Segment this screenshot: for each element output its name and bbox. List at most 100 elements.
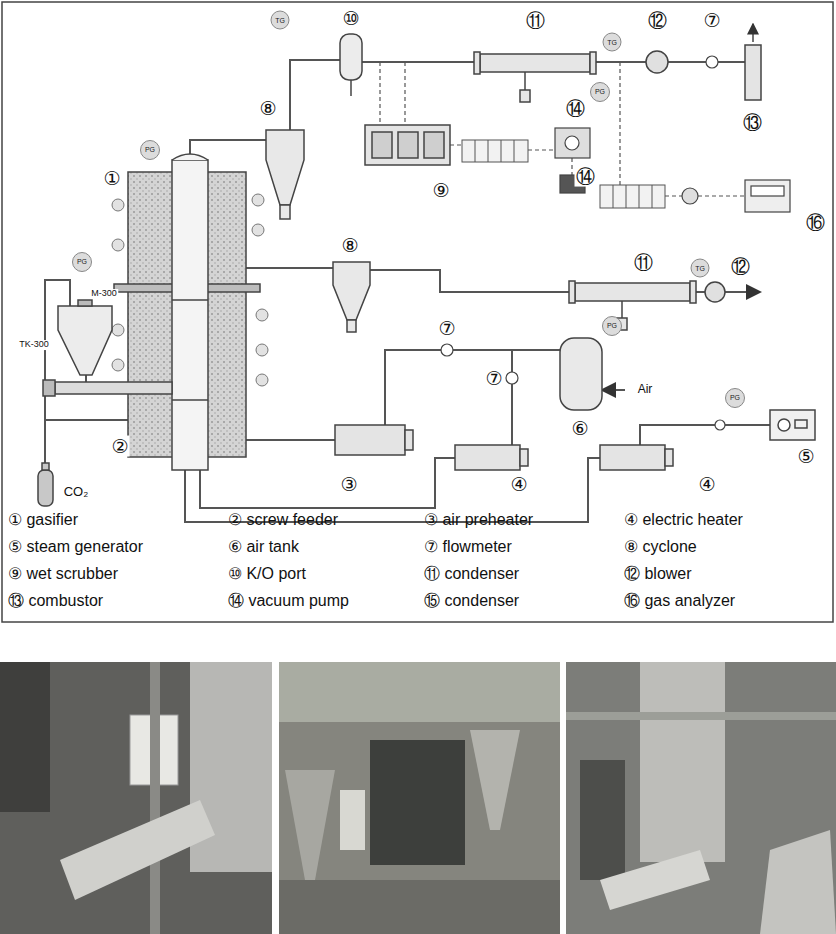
photo <box>760 830 836 934</box>
callout-number: ⑯ <box>805 212 826 233</box>
instrument-tag: PG <box>590 82 610 102</box>
instrument-bubble <box>112 199 124 211</box>
impinger-train <box>652 185 653 208</box>
pipe <box>718 61 745 63</box>
instrument-bubble <box>256 309 268 321</box>
legend-entry: ⑨ wet scrubber <box>8 565 118 583</box>
knock-out-port <box>340 34 362 80</box>
screw-feeder <box>58 306 112 375</box>
instrument-tag: TG <box>691 259 710 278</box>
photo <box>285 770 335 880</box>
pipe <box>45 280 70 420</box>
instrument-bubble <box>256 344 268 356</box>
air-tank <box>560 338 602 410</box>
callout-number: ⑫ <box>730 256 751 277</box>
callout-number: ⑦ <box>702 10 721 31</box>
gasifier <box>172 299 208 301</box>
legend-entry: ⑪ condenser <box>424 565 519 583</box>
combustor <box>745 45 761 100</box>
pipe <box>370 270 575 292</box>
steam-generator <box>770 410 815 440</box>
air-preheater <box>335 425 413 455</box>
cyclone <box>266 130 370 332</box>
instrument-tag: PG <box>602 316 622 336</box>
signal-line <box>528 149 555 150</box>
pipe <box>640 425 770 445</box>
callout-number: ⑭ <box>575 166 596 187</box>
photo <box>566 712 836 720</box>
signal-line <box>404 62 405 125</box>
screw-feeder <box>43 380 55 396</box>
equipment-label: M-300 <box>90 289 118 299</box>
signal-line <box>450 144 462 145</box>
wet-scrubber <box>365 125 450 165</box>
callout-number: ⑦ <box>484 368 503 389</box>
photo <box>279 662 560 722</box>
callout-number: ⑧ <box>340 235 359 256</box>
pipe <box>590 61 646 63</box>
electric-heater <box>455 445 673 470</box>
electric-heater <box>665 449 673 466</box>
cyclone <box>266 130 304 205</box>
screw-feeder <box>43 300 172 396</box>
legend-entry: ⑥ air tank <box>228 538 299 556</box>
air-preheater <box>405 430 413 450</box>
photo <box>150 662 160 934</box>
legend-entry: ⑫ blower <box>624 565 692 583</box>
photo <box>370 740 465 865</box>
legend-entry: ⑭ vacuum pump <box>228 592 349 610</box>
legend-entry: ⑦ flowmeter <box>424 538 512 556</box>
screw-feeder <box>78 300 92 306</box>
callout-number: ① <box>102 168 121 189</box>
cyclone <box>280 205 290 219</box>
blower <box>705 282 725 302</box>
photo <box>340 790 365 850</box>
flowmeter <box>506 372 518 384</box>
legend-entry: ⑯ gas analyzer <box>624 592 735 610</box>
callout-number: ⑨ <box>431 180 450 201</box>
callout-number: ④ <box>697 474 716 495</box>
photo <box>600 850 710 910</box>
photo <box>470 730 520 830</box>
pipe <box>511 350 513 445</box>
pipe <box>246 439 335 441</box>
pipe <box>246 267 333 269</box>
instrument-tag: TG <box>603 33 622 52</box>
flowmeter <box>441 56 725 430</box>
photo <box>580 760 625 880</box>
gasifier <box>172 154 208 160</box>
pipe <box>602 389 625 391</box>
legend-entry: ⑤ steam generator <box>8 538 143 556</box>
condenser <box>524 72 526 90</box>
legend-entry: ④ electric heater <box>624 511 743 529</box>
diagram-frame <box>2 2 833 622</box>
callout-number: ③ <box>339 474 358 495</box>
callout-number: ⑩ <box>341 8 360 29</box>
flowmeter <box>715 420 725 430</box>
callout-number: ⑧ <box>258 98 277 119</box>
knock-out-port <box>350 80 352 96</box>
instrument-bubble <box>112 194 268 386</box>
photo <box>0 662 836 934</box>
condenser <box>569 281 575 303</box>
electric-heater <box>600 445 665 470</box>
impinger-train <box>613 185 614 208</box>
equipment-label: CO₂ <box>63 485 90 499</box>
callout-number: ⑬ <box>742 112 763 133</box>
gas-analyzer <box>751 186 784 196</box>
impinger-train <box>488 140 489 162</box>
condenser <box>590 52 596 74</box>
legend-entry: ⑮ condenser <box>424 592 519 610</box>
signal-line <box>379 62 380 125</box>
impinger-train <box>600 185 665 208</box>
electric-heater <box>520 449 528 466</box>
photo <box>0 662 50 812</box>
instrument-tag: PG <box>140 140 160 160</box>
combustor <box>745 24 761 100</box>
steam-generator <box>778 419 790 431</box>
impinger-train <box>514 140 515 162</box>
callout-number: ⑭ <box>565 98 586 119</box>
flowmeter <box>441 344 453 356</box>
cyclone <box>347 320 356 332</box>
vacuum-pump <box>555 128 590 158</box>
